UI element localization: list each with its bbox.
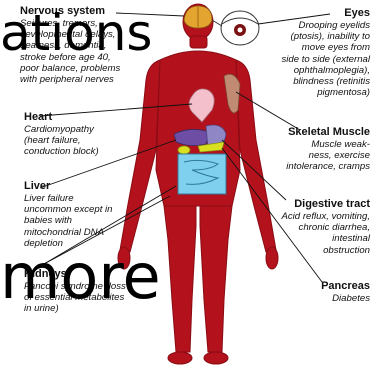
label-digestive-tract: Digestive tract Acid reflux, vomiting, c…: [262, 198, 370, 256]
label-line: move eyes from: [262, 42, 370, 53]
gallbladder-icon: [178, 146, 190, 154]
label-line: with peripheral nerves: [20, 74, 138, 85]
eye-inset-icon: [212, 11, 259, 45]
label-line: ness, exercise: [262, 150, 370, 161]
label-title: Eyes: [262, 7, 370, 20]
label-line: Acid reflux, vomiting,: [262, 211, 370, 222]
label-line: Diabetes: [262, 293, 370, 304]
label-line: (heart failure,: [24, 135, 124, 146]
overlay-text-bottom: more: [0, 246, 161, 308]
label-title: Pancreas: [262, 280, 370, 293]
label-line: Cardiomyopathy: [24, 124, 124, 135]
label-title: Heart: [24, 111, 124, 124]
label-line: ophthalmoplegia),: [262, 65, 370, 76]
label-line: Liver failure: [24, 193, 124, 204]
label-line: pigmentosa): [262, 87, 370, 98]
label-line: conduction block): [24, 146, 124, 157]
label-liver: Liver Liver failure uncommon except in b…: [24, 180, 124, 249]
liver-icon: [174, 129, 210, 145]
label-title: Liver: [24, 180, 124, 193]
label-pancreas: Pancreas Diabetes: [262, 280, 370, 304]
label-line: babies with: [24, 215, 124, 226]
overlay-text-top: ations: [0, 8, 152, 58]
label-line: side to side (external: [262, 54, 370, 65]
label-skeletal-muscle: Skeletal Muscle Muscle weak- ness, exerc…: [262, 126, 370, 173]
intestine-icon: [178, 154, 226, 194]
label-line: (ptosis), inability to: [262, 31, 370, 42]
label-line: uncommon except in: [24, 204, 124, 215]
label-title: Skeletal Muscle: [262, 126, 370, 139]
label-line: Drooping eyelids: [262, 20, 370, 31]
label-line: Muscle weak-: [262, 139, 370, 150]
label-eyes: Eyes Drooping eyelids (ptosis), inabilit…: [262, 7, 370, 98]
label-line: intestinal: [262, 233, 370, 244]
label-line: intolerance, cramps: [262, 161, 370, 172]
label-heart: Heart Cardiomyopathy (heart failure, con…: [24, 111, 124, 158]
label-title: Digestive tract: [262, 198, 370, 211]
label-line: chronic diarrhea,: [262, 222, 370, 233]
label-line: obstruction: [262, 245, 370, 256]
label-line: poor balance, problems: [20, 63, 138, 74]
label-line: blindness (retinitis: [262, 76, 370, 87]
label-line: mitochondrial DNA: [24, 227, 124, 238]
